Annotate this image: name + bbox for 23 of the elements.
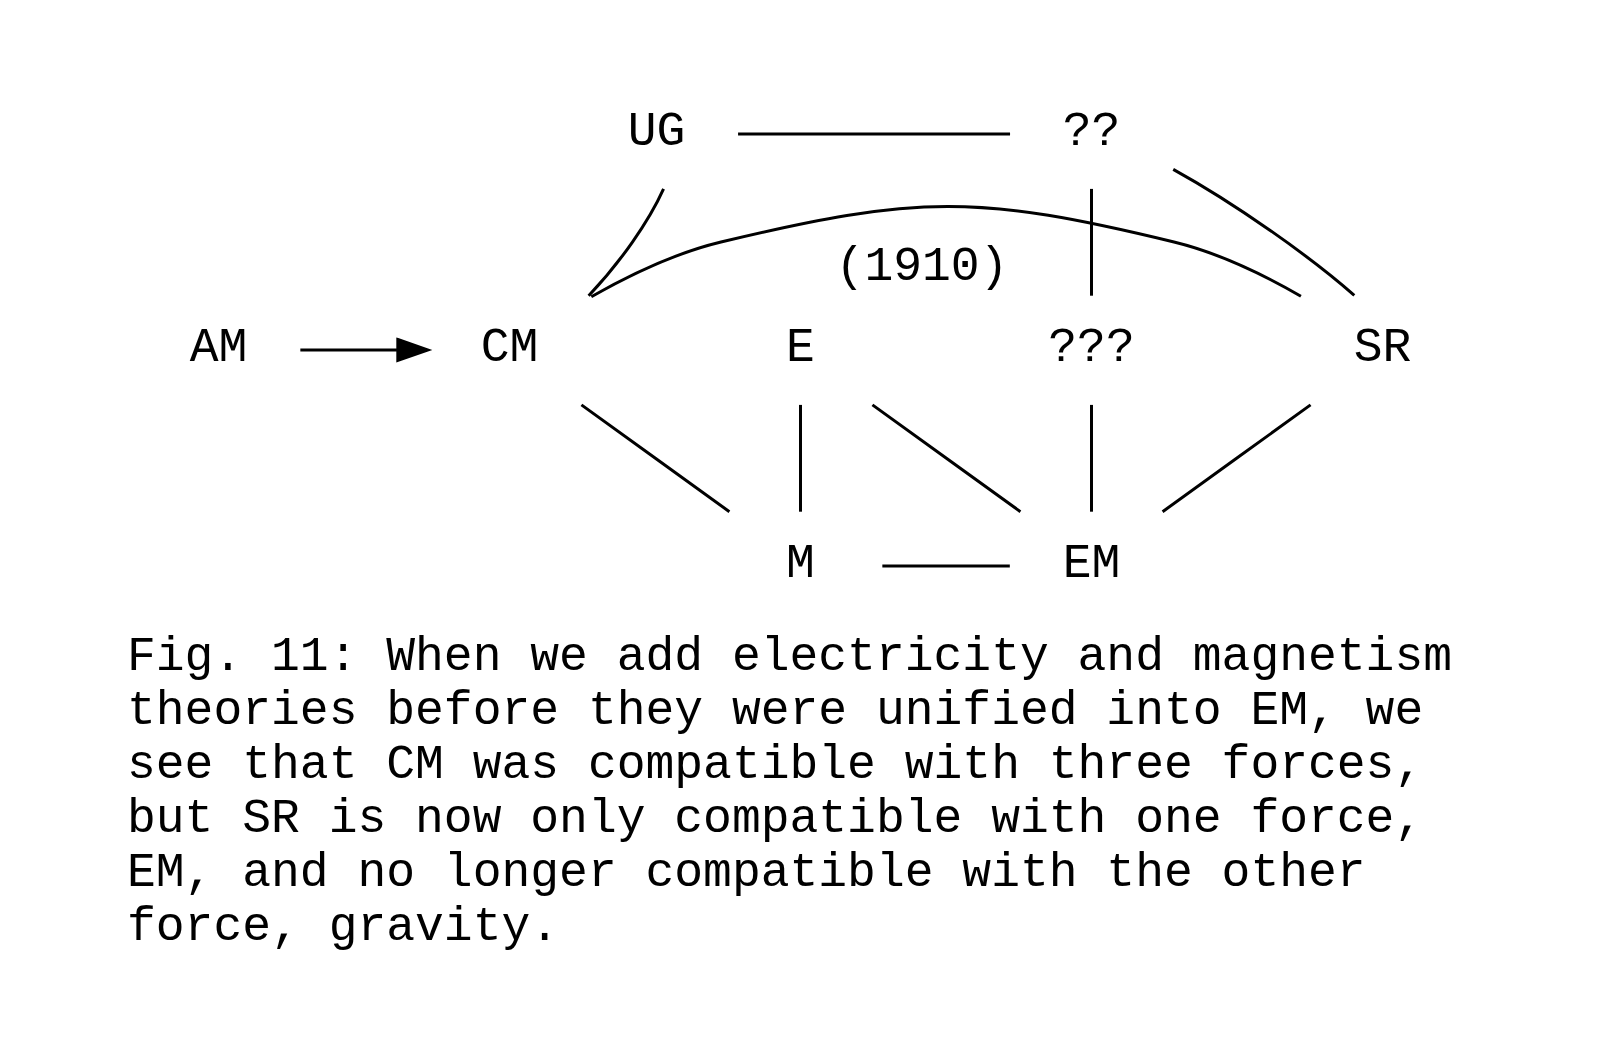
connector [1089,188,1093,296]
connector [1161,403,1311,513]
connector [1089,404,1093,512]
arrow [299,336,432,363]
node-text: M [785,536,815,591]
node-text: UG [627,104,685,159]
node-text: AM [189,320,247,375]
connector [1172,167,1355,297]
node-text: SR [1353,320,1411,375]
node-text: ?? [1062,104,1120,159]
node-label: (1910) [835,239,1008,294]
node-text: E [785,320,815,375]
connector [587,187,665,297]
connector [580,403,730,513]
node-text: EM [1062,536,1120,591]
connector [881,564,1010,567]
connector [737,132,1010,135]
node-text: ??? [1047,320,1135,375]
connector [798,404,802,512]
connector [871,403,1021,513]
connector [590,204,1302,298]
caption: Fig. 11: When we add electricity and magnetism theories before they were unified into EM, we see that CM was compatible with three forces, but SR is now only compatible with one force, EM, and no longer compatible with the other force, gravity. [126,629,1452,954]
node-text: CM [480,320,538,375]
